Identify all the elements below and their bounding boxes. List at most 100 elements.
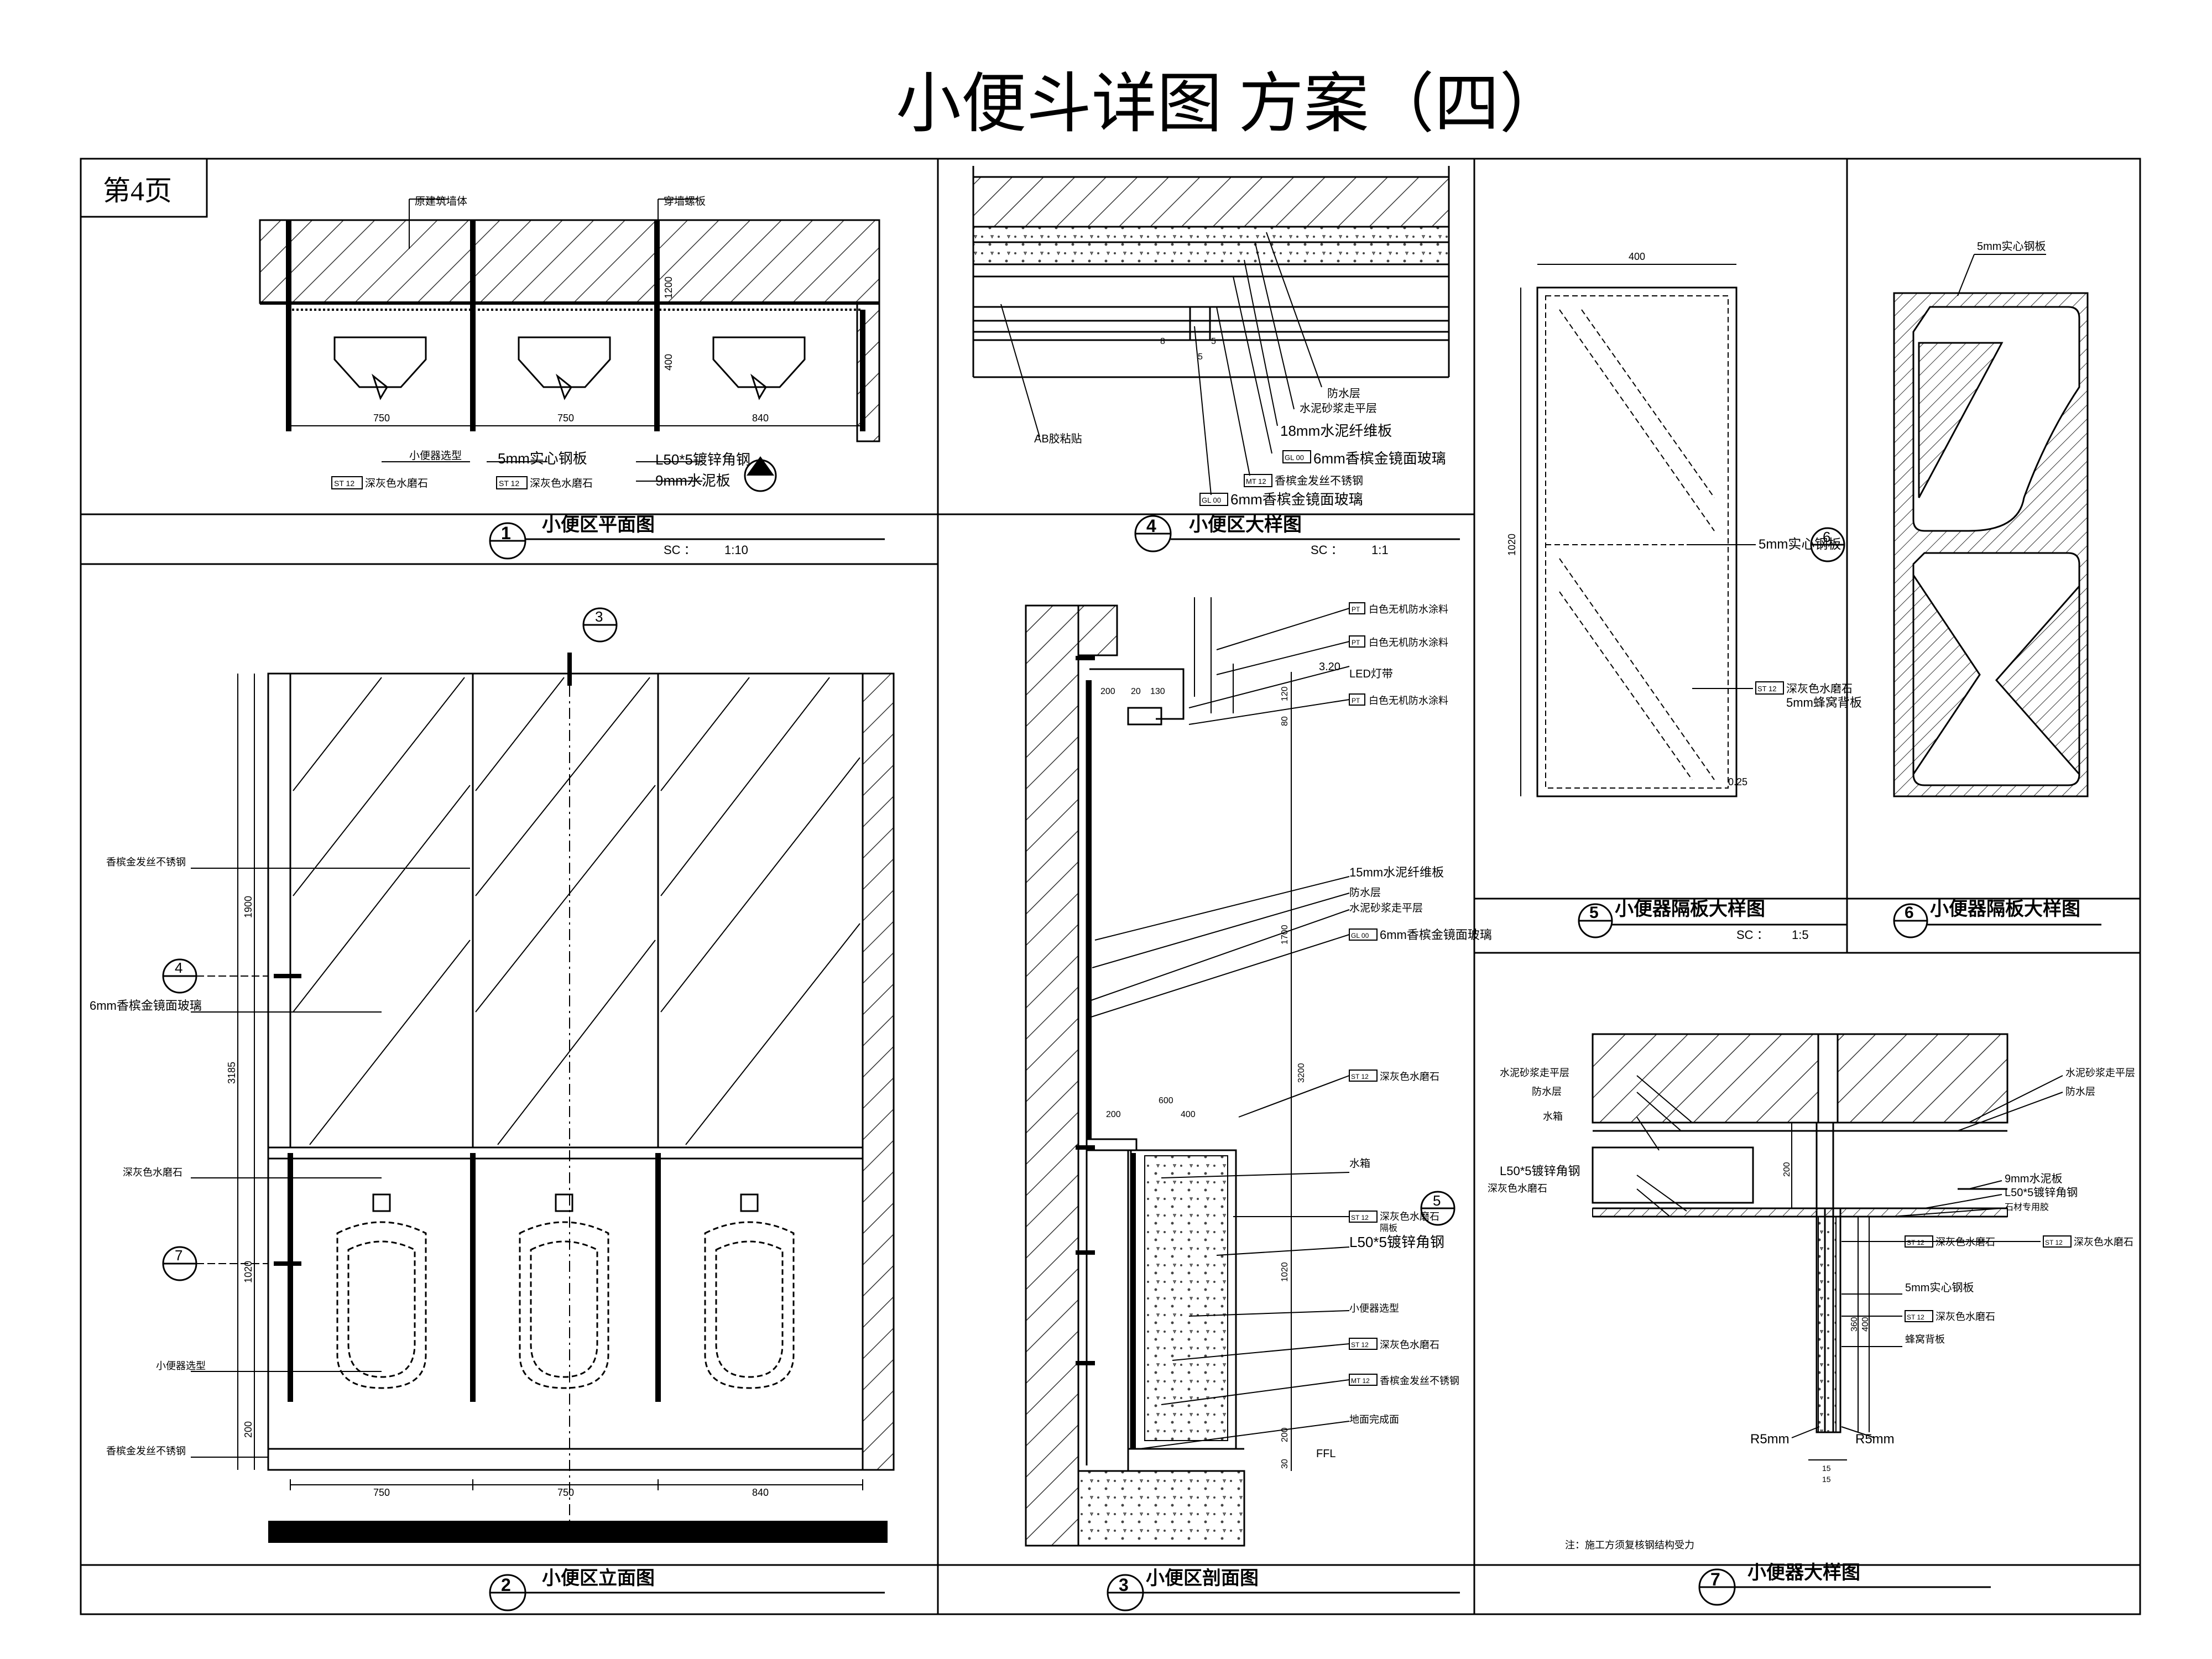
plan-label-stone-1: 深灰色水磨石 bbox=[365, 477, 428, 489]
detail4-label-mirror2: 6mm香槟金镜面玻璃 bbox=[1230, 491, 1363, 508]
elev-dim-v4: 200 bbox=[243, 1421, 254, 1438]
elev-dim-v1: 1900 bbox=[243, 896, 254, 918]
section-label-stone1: 深灰色水磨石 bbox=[1380, 1071, 1439, 1082]
detail4-label-board18: 18mm水泥纤维板 bbox=[1280, 422, 1392, 439]
detail7-label-board9: 9mm水泥板 bbox=[2005, 1172, 2062, 1185]
plan-view: 750 750 840 400 1200 原建筑墙体 穿墙螺板 小便器选型 5m… bbox=[259, 195, 885, 560]
elev-label-stone: 深灰色水磨石 bbox=[123, 1167, 182, 1178]
section-label-tank: 水箱 bbox=[1349, 1157, 1370, 1170]
section-marker-5-number: 5 bbox=[1433, 1192, 1441, 1209]
elevation-urinal-icons bbox=[336, 1221, 795, 1389]
section-ffl: FFL bbox=[1316, 1448, 1336, 1460]
plan-dim-5: 1200 bbox=[663, 276, 674, 299]
elevation-number: 2 bbox=[501, 1575, 511, 1595]
divider6-title: 小便器隔板大样图 bbox=[1930, 899, 2080, 920]
plan-scale: 1:10 bbox=[724, 543, 748, 557]
elevation-wall bbox=[862, 672, 895, 1471]
plan-dim-3: 840 bbox=[752, 413, 769, 424]
detail7-tag-2: ST 12 bbox=[2045, 1239, 2063, 1246]
detail4-label-steel: 香槟金发丝不锈钢 bbox=[1275, 474, 1363, 487]
section-tag-mt: MT 12 bbox=[1351, 1377, 1370, 1385]
detail-4-view: 8 5 5 AB胶粘贴 防水层 水泥砂浆走平层 18mm水泥纤维板 GL 00 … bbox=[972, 166, 1460, 557]
elevation-section-marker-3 bbox=[567, 607, 618, 1521]
elevation-title: 小便区立面图 bbox=[542, 1568, 655, 1589]
page-label-box bbox=[80, 158, 208, 218]
section-material-tags bbox=[1349, 602, 1378, 1386]
section-label-floor: 地面完成面 bbox=[1349, 1414, 1399, 1425]
detail7-dim-4: 15 bbox=[1822, 1464, 1831, 1473]
divider6-number: 6 bbox=[1905, 904, 1914, 922]
section-tag-st-1: ST 12 bbox=[1351, 1073, 1369, 1081]
section-label-cement: 水泥砂浆走平层 bbox=[1349, 902, 1423, 914]
detail7-label-honeycomb: 蜂窝背板 bbox=[1905, 1334, 1945, 1345]
detail7-dim-1: 200 bbox=[1782, 1162, 1792, 1177]
detail7-label-cement-l: 水泥砂浆走平层 bbox=[1500, 1067, 1569, 1078]
detail7-label-waterproof-l: 防水层 bbox=[1532, 1086, 1562, 1097]
plan-tag-2: ST 12 bbox=[499, 479, 519, 488]
divider5-dim-width: 400 bbox=[1629, 251, 1645, 262]
elev-marker-3: 3 bbox=[595, 608, 603, 625]
section-dim-11: 1020 bbox=[1280, 1262, 1290, 1282]
divider5-dim-height: 1020 bbox=[1506, 534, 1517, 556]
detail7-label-stone-r3: 深灰色水磨石 bbox=[1936, 1311, 1995, 1322]
detail7-title: 小便器大样图 bbox=[1747, 1562, 1860, 1583]
detail7-label-angle-l: L50*5镀锌角钢 bbox=[1500, 1164, 1580, 1178]
section-dim-3: 130 bbox=[1150, 687, 1165, 696]
section-label-waterproof: 防水层 bbox=[1349, 886, 1381, 899]
section-dim-9: 200 bbox=[1106, 1110, 1121, 1119]
section-dim-10: 400 bbox=[1181, 1110, 1196, 1119]
elevation-section-marker-4 bbox=[162, 958, 301, 994]
urinal-plan-icons bbox=[333, 336, 806, 400]
plan-tag-1: ST 12 bbox=[334, 479, 354, 488]
detail7-tag-3: ST 12 bbox=[1907, 1313, 1924, 1321]
detail-7-view: 200 360 400 15 15 水泥砂浆走平层 防水层 水箱 L50*5镀 bbox=[1488, 1033, 2135, 1606]
section-dim-5: 80 bbox=[1280, 716, 1290, 726]
elev-marker-7: 7 bbox=[175, 1247, 182, 1264]
detail7-label-angle-r: L50*5镀锌角钢 bbox=[2005, 1186, 2078, 1199]
divider5-title-marker bbox=[1578, 903, 1613, 938]
section-marker-5 bbox=[1420, 1191, 1455, 1226]
detail4-label-ab: AB胶粘贴 bbox=[1034, 432, 1082, 445]
elev-dim-h3: 840 bbox=[752, 1487, 769, 1498]
detail4-label-mirror1: 6mm香槟金镜面玻璃 bbox=[1313, 450, 1446, 467]
detail7-label-sheet: 石材专用胶 bbox=[2005, 1202, 2049, 1212]
divider-6-view: 5mm实心钢板 6 小便器隔板大样图 bbox=[1893, 240, 2101, 938]
elevation-floor bbox=[268, 1521, 888, 1543]
section-tag-pt-1: PT bbox=[1352, 606, 1360, 613]
sheet-frame bbox=[80, 158, 2141, 1615]
detail7-dim-2: 360 bbox=[1850, 1317, 1859, 1332]
section-dim-1: 200 bbox=[1100, 687, 1115, 696]
plan-label-board: 9mm水泥板 bbox=[655, 472, 731, 489]
detail4-title-marker bbox=[1134, 515, 1172, 552]
section-label-paint1: 白色无机防水涂料 bbox=[1369, 604, 1448, 615]
detail4-wall bbox=[972, 176, 1450, 228]
divider5-section-marker bbox=[1810, 527, 1845, 562]
elev-dim-h2: 750 bbox=[557, 1487, 574, 1498]
elev-label-steel-bottom: 香槟金发丝不锈钢 bbox=[106, 1446, 186, 1457]
section-view: 200 20 130 120 80 1700 3200 600 200 400 … bbox=[1025, 597, 1492, 1611]
detail4-tag-mt: MT 12 bbox=[1246, 477, 1266, 486]
detail4-dim-2: 5 bbox=[1198, 352, 1203, 362]
plan-number: 1 bbox=[501, 523, 511, 543]
section-tag-pt-3: PT bbox=[1352, 697, 1360, 705]
elev-dim-h1: 750 bbox=[373, 1487, 390, 1498]
sheet-title: 小便斗详图 方案（四） bbox=[896, 68, 1565, 140]
elev-dim-v2: 3185 bbox=[226, 1062, 237, 1084]
divider6-label-steel: 5mm实心钢板 bbox=[1977, 240, 2046, 253]
detail4-tag-gl: GL 00 bbox=[1285, 453, 1304, 462]
divider6-title-marker bbox=[1893, 903, 1928, 938]
section-label-angle: L50*5镀锌角钢 bbox=[1349, 1234, 1444, 1250]
detail7-dim-3: 400 bbox=[1861, 1317, 1870, 1332]
detail7-label-stone-l: 深灰色水磨石 bbox=[1488, 1183, 1547, 1194]
detail7-label-stone-r1: 深灰色水磨石 bbox=[1936, 1237, 1995, 1248]
plan-dimensions bbox=[288, 420, 863, 431]
detail7-tag-1: ST 12 bbox=[1907, 1239, 1924, 1246]
section-tag-pt-2: PT bbox=[1352, 639, 1360, 646]
section-dim-8: 600 bbox=[1159, 1096, 1173, 1105]
detail4-dim-3: 5 bbox=[1211, 337, 1216, 346]
north-arrow-icon bbox=[744, 456, 777, 492]
plan-label-angle: L50*5镀锌角钢 bbox=[655, 451, 750, 468]
plan-title: 小便区平面图 bbox=[542, 514, 655, 535]
divider5-dim-edge: 0.25 bbox=[1728, 776, 1747, 787]
detail7-slab bbox=[1592, 1033, 2008, 1124]
